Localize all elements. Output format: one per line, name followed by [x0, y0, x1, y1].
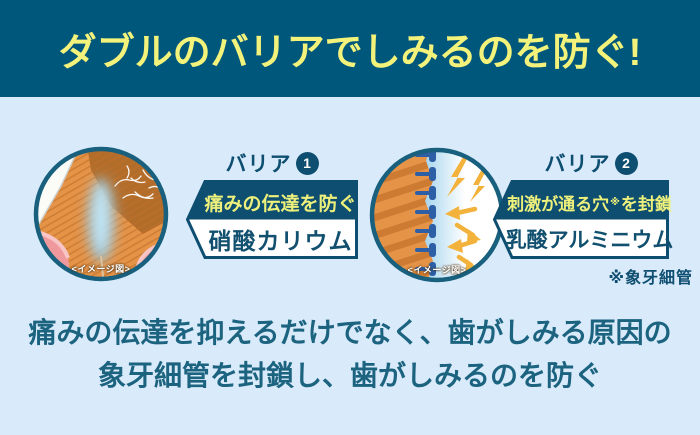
- barrier-1-ingredient: 硝酸カリウム: [208, 227, 353, 254]
- barrier-1-label: バリア 1: [186, 150, 358, 176]
- image-caption-right: <イメージ図>: [407, 265, 467, 275]
- circle-border: [33, 146, 169, 282]
- description-text: 痛みの伝達を抑えるだけでなく、歯がしみる原因の 象牙細管を封鎖し、歯がしみるのを…: [0, 311, 700, 397]
- barrier-2-action-marker: ※: [610, 197, 620, 208]
- footnote: ※象牙細管: [608, 270, 693, 287]
- barrier-2-action-main: 刺激が通る穴: [507, 195, 610, 214]
- banner-1-shape: [186, 180, 358, 259]
- barrier-2-action-tail: を封鎖: [620, 195, 672, 214]
- barrier-1-number-badge: 1: [295, 151, 319, 175]
- sealed-tubules-illustration: <イメージ図>: [367, 145, 507, 285]
- barrier-1-text: バリア: [225, 153, 292, 176]
- barrier-2-text: バリア: [544, 153, 611, 176]
- banner-2-shape: [493, 180, 669, 259]
- barrier-2-banner: 刺激が通る穴※を封鎖 乳酸アルミニウム: [493, 180, 674, 259]
- stimulus-bolts: [447, 157, 488, 202]
- barrier-2-ingredient: 乳酸アルミニウム: [505, 228, 674, 252]
- barrier-2-number-badge: 2: [614, 151, 638, 175]
- barrier-2-label: バリア 2: [503, 150, 679, 176]
- barrier-1-banner: 痛みの伝達を防ぐ 硝酸カリウム: [186, 180, 358, 259]
- description-line-1: 痛みの伝達を抑えるだけでなく、歯がしみる原因の: [28, 317, 672, 348]
- tooth-cross-section-svg: [33, 146, 169, 282]
- header-band: ダブルのバリアでしみるのを防ぐ!: [0, 0, 700, 97]
- barrier-2-action: 刺激が通る穴※を封鎖: [507, 187, 672, 218]
- page-title: ダブルのバリアでしみるのを防ぐ!: [58, 32, 642, 74]
- image-caption-left: <イメージ図>: [71, 264, 131, 274]
- tooth-cross-section-illustration: <イメージ図>: [31, 144, 171, 284]
- description-line-2: 象牙細管を封鎖し、歯がしみるのを防ぐ: [97, 360, 602, 391]
- barrier-1-action: 痛みの伝達を防ぐ: [204, 194, 357, 215]
- sealed-tubules-svg: [369, 147, 505, 283]
